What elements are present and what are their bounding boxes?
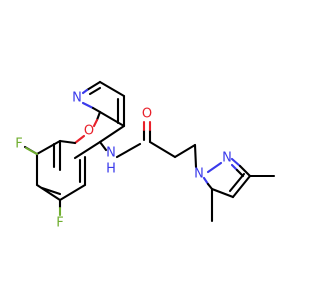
bond-pz-n1-c5-black — [206, 182, 214, 191]
bond-lines — [23, 80, 276, 223]
bond-o-ar-black — [58, 139, 77, 145]
structure-svg: N O F F O N H N N — [15, 80, 276, 231]
atom-label-n-pyridine: N — [72, 91, 82, 106]
atom-label-n-amide: N — [106, 146, 116, 161]
bond-pz-c4-c3-inner — [228, 172, 246, 193]
bond-co-ch2 — [148, 140, 177, 159]
bond-pyr-c4-c5 — [98, 80, 126, 98]
bond-c2-o-red — [92, 118, 99, 128]
bond-pyr-c2-c3 — [98, 110, 126, 128]
bond-pz-n2-c3-blue — [230, 157, 242, 168]
atom-label-h-amide: H — [106, 162, 116, 177]
bond-ar-c4-c5 — [35, 183, 62, 202]
hetero-bond-segments — [24, 88, 252, 217]
atom-label-o-ether: O — [84, 124, 94, 139]
bond-n-c2-black — [91, 106, 102, 114]
bond-n-c6-blue — [81, 88, 89, 95]
bond-c2-o-black — [95, 110, 102, 122]
atom-label-f-ortho: F — [15, 137, 22, 152]
bond-pz-c5-c4 — [210, 187, 235, 199]
bond-ar-c5-c6 — [58, 183, 87, 202]
bond-n-c2-blue — [81, 101, 95, 110]
bond-ch2-nh — [98, 140, 108, 152]
bond-o-ar-red — [73, 134, 86, 145]
bond-ch2-npz — [193, 143, 198, 169]
bond-pyr-c5-c6-inner — [88, 86, 102, 96]
bond-pz-n1-c5-blue — [202, 176, 210, 186]
atom-labels: N O F F O N H N N — [15, 91, 232, 231]
bond-ch2-ch2 — [173, 143, 197, 159]
atom-label-o-carbonyl: O — [142, 107, 152, 122]
bond-c3-ch2 — [98, 124, 126, 144]
molecule-canvas: N O F F O N H N N — [15, 80, 276, 231]
bond-ar-c2-c3 — [35, 139, 62, 156]
bond-pyr-c5-c6 — [85, 80, 102, 92]
atom-label-n-pyrazole-2: N — [222, 151, 232, 166]
bond-pz-c4-c3 — [231, 174, 252, 199]
atom-label-f-para: F — [56, 216, 63, 231]
atom-label-n-pyrazole-1: N — [194, 167, 204, 182]
bond-ar-f-ortho — [24, 146, 39, 156]
bond-pz-n2-c3-black — [238, 164, 252, 178]
bond-pz-n2-c3-inner-blue — [230, 163, 239, 172]
bond-nh-co — [115, 142, 142, 159]
bond-ar-c1-c2 — [73, 140, 102, 160]
bond-pz-n2-c3-inner-black — [235, 168, 245, 178]
bond-pz-n1-n2 — [206, 161, 223, 174]
bond-ar-c4-c5-inner — [40, 186, 62, 196]
